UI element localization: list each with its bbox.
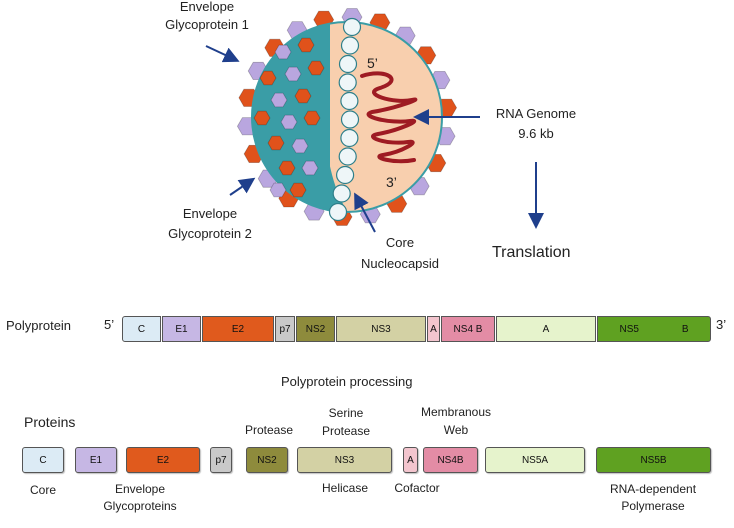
arrow-envelope1 <box>205 45 240 63</box>
membrane-glycoprotein <box>267 135 285 151</box>
nucleocapsid-bead <box>340 110 360 129</box>
rna-three-prime-label: 3’ <box>386 174 397 190</box>
polyprotein-segment-e1: E1 <box>162 316 201 342</box>
virion-body <box>251 21 443 213</box>
proteins-label: Proteins <box>24 414 76 430</box>
translation-label: Translation <box>492 244 571 261</box>
envelope-glycoprotein-1-label: Envelope Glycoprotein 1 <box>165 0 249 32</box>
protein-ns2: NS2 <box>246 447 288 473</box>
nucleocapsid-bead <box>342 17 362 37</box>
protein-p7: p7 <box>210 447 232 473</box>
nucleocapsid-bead <box>340 128 359 148</box>
rna-polymerase-annotation: RNA-dependent Polymerase <box>609 482 697 513</box>
polyprotein-segment-ns3: NS3 <box>336 316 426 342</box>
polyprotein-segment-c: C <box>122 316 161 342</box>
polyprotein-segment-p7: p7 <box>275 316 295 342</box>
membrane-glycoprotein <box>270 92 288 108</box>
helicase-annotation: Helicase <box>321 481 369 495</box>
protein-ns5b: NS5B <box>596 447 711 473</box>
polyprotein-five-prime: 5’ <box>104 317 115 332</box>
arrow-core <box>354 192 376 233</box>
nucleocapsid-bead <box>338 73 357 92</box>
nucleocapsid-beads <box>328 17 362 222</box>
polyprotein-segment-ns2: NS2 <box>296 316 335 342</box>
envelope-glycoproteins-annotation: Envelope Glycoproteins <box>103 482 177 513</box>
cofactor-annotation: Cofactor <box>394 481 440 495</box>
membrane-glycoprotein <box>307 60 325 76</box>
protein-ns3: NS3 <box>297 447 392 473</box>
protein-ns4b: NS4B <box>423 447 478 473</box>
nucleocapsid-bead <box>338 54 358 74</box>
membrane-glycoprotein <box>301 160 319 176</box>
polyprotein-three-prime: 3’ <box>716 317 727 332</box>
nucleocapsid-bead <box>332 184 351 203</box>
membrane-glycoprotein <box>303 110 321 126</box>
polyprotein-segment-ns4a: A <box>427 316 440 342</box>
membrane-glycoprotein <box>297 37 315 53</box>
arrow-envelope2 <box>229 177 256 196</box>
nucleocapsid-bead <box>338 147 357 166</box>
protein-ns4a: A <box>403 447 418 473</box>
protein-ns5a: NS5A <box>485 447 585 473</box>
polyprotein-label: Polyprotein <box>6 318 72 333</box>
protein-e1: E1 <box>75 447 117 473</box>
nucleocapsid-bead <box>340 91 359 111</box>
polyprotein-segment-e2: E2 <box>202 316 274 342</box>
polyprotein-processing-title: Polyprotein processing <box>281 374 413 389</box>
polyprotein-segment-ns5a: A <box>496 316 596 342</box>
membranous-web-annotation: Membranous Web <box>420 405 492 437</box>
polyprotein-segment-ns4b: NS4 B <box>441 316 495 342</box>
nucleocapsid-bead <box>340 36 360 55</box>
membrane-glycoprotein <box>280 114 298 130</box>
membrane-glycoprotein <box>289 182 307 198</box>
membrane-glycoprotein-hexagons <box>253 37 325 198</box>
membrane-glycoprotein <box>294 88 312 104</box>
membrane-glycoprotein <box>284 66 302 82</box>
core-nucleocapsid-label: Core Nucleocapsid <box>360 235 440 271</box>
membrane-glycoprotein <box>278 160 296 176</box>
nucleocapsid-bead <box>328 202 348 222</box>
rna-genome-strand <box>360 71 418 164</box>
membrane-glycoprotein <box>274 44 292 60</box>
nucleocapsid-bead <box>336 165 355 185</box>
core-annotation: Core <box>29 483 57 497</box>
protein-e2: E2 <box>126 447 200 473</box>
protein-c: C <box>22 447 64 473</box>
rna-five-prime-label: 5’ <box>367 55 378 71</box>
envelope-glycoprotein-2-label: Envelope Glycoprotein 2 <box>168 206 252 241</box>
protease-annotation: Protease <box>244 423 294 437</box>
serine-protease-annotation: Serine Protease <box>321 406 371 438</box>
rna-genome-label: RNA Genome 9.6 kb <box>495 106 577 141</box>
membrane-glycoprotein <box>259 70 277 86</box>
membrane-glycoprotein <box>291 138 309 154</box>
membrane-glycoprotein <box>253 110 271 126</box>
membrane-glycoprotein <box>269 182 287 198</box>
